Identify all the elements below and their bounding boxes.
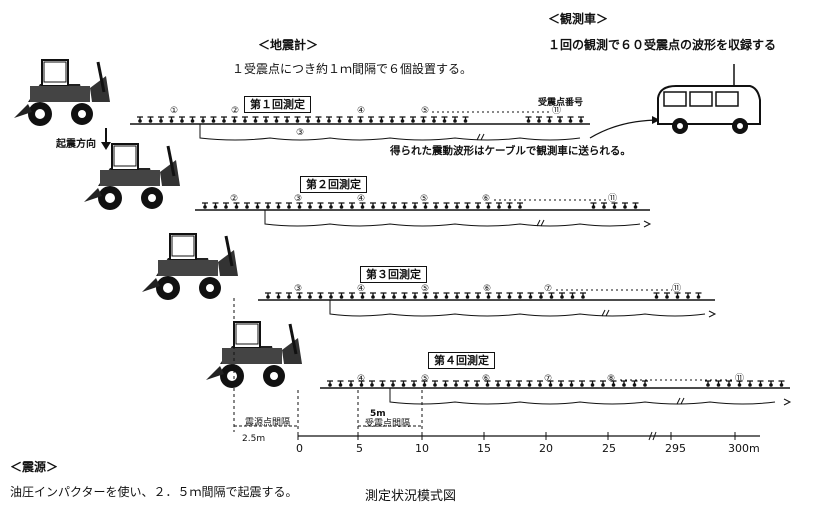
direction-arrowhead: [101, 142, 111, 150]
impactor-machine-2: [84, 143, 180, 210]
row-end-arrow-4: [783, 398, 792, 406]
source-note: 油圧インパクターを使い、２．５ｍ間隔で起震する。: [10, 485, 298, 499]
row-3-point-3: ⑥: [483, 284, 492, 294]
row-1-point-3: ④: [357, 106, 366, 116]
row-2-point-5: ⑪: [608, 194, 618, 204]
receiver-row-4: [320, 380, 790, 405]
row-3-point-0: ③: [294, 284, 303, 294]
scale-tick-10: 10: [415, 442, 429, 455]
source-interval-label: 震源点間隔: [245, 418, 291, 428]
receiver-row-1: [130, 116, 590, 141]
impactor-machine-1: [14, 59, 110, 126]
vehicle-note: １回の観測で６０受震点の波形を収録する: [548, 38, 777, 52]
row-2-point-1: ③: [294, 194, 303, 204]
row-4-point-5: ⑪: [735, 374, 745, 384]
row-4-point-0: ④: [357, 374, 366, 384]
row-end-arrow-2: [643, 220, 652, 228]
row-1-point-4: ⑤: [421, 106, 430, 116]
scale-tick-295: 295: [665, 442, 686, 455]
impactor-machine-3: [142, 233, 238, 300]
row-4-point-1: ⑤: [421, 374, 430, 384]
direction-label: 起震方向: [56, 139, 96, 150]
row-3-point-4: ⑦: [544, 284, 553, 294]
scale-tick-15: 15: [477, 442, 491, 455]
scale-tick-25: 25: [602, 442, 616, 455]
row-1-point-0: ①: [170, 106, 179, 116]
scale-tick-5: 5: [356, 442, 363, 455]
scale-break-mark: [648, 431, 657, 441]
cable-arrow: [652, 116, 660, 124]
receiver-number-label: 受震点番号: [538, 98, 584, 108]
cable-note: 得られた震動波形はケーブルで観測車に送られる。: [390, 145, 631, 157]
source-interval-value: 2.5m: [242, 434, 266, 444]
row-2-point-4: ⑥: [482, 194, 491, 204]
receiver-row-3: [258, 292, 715, 317]
row-1-label: 第１回測定: [244, 96, 311, 113]
row-2-point-3: ⑤: [420, 194, 429, 204]
row-3-label: 第３回測定: [360, 266, 427, 283]
row-3-point-1: ④: [357, 284, 366, 294]
row-3-point-5: ⑪: [672, 284, 682, 294]
row-4-point-2: ⑥: [482, 374, 491, 384]
row-2-label: 第２回測定: [300, 176, 367, 193]
scale-tick-0: 0: [296, 442, 303, 455]
row-2-point-0: ②: [230, 194, 239, 204]
cable-to-vehicle: [589, 119, 661, 139]
receiver-interval-value: 5m: [370, 409, 386, 419]
observation-vehicle: [657, 64, 761, 134]
receiver-interval-label: 受震点間隔: [365, 419, 411, 429]
row-4-point-4: ⑧: [607, 374, 616, 384]
row-2-point-2: ④: [357, 194, 366, 204]
scale-tick-300: 300m: [728, 442, 760, 455]
vehicle-heading: ＜観測車＞: [548, 12, 609, 26]
receiver-row-2: [195, 202, 650, 227]
row-1-point-2: ③: [296, 128, 305, 138]
figure-caption: 測定状況模式図: [365, 489, 457, 504]
row-1-point-5: ⑪: [552, 106, 562, 116]
scale-tick-20: 20: [539, 442, 553, 455]
row-4-point-3: ⑦: [544, 374, 553, 384]
source-heading: ＜震源＞: [10, 460, 59, 474]
row-3-point-2: ⑤: [421, 284, 430, 294]
row-4-label: 第４回測定: [428, 352, 495, 369]
seismometer-heading: ＜地震計＞: [258, 38, 319, 52]
seismometer-note: １受震点につき約１ｍ間隔で６個設置する。: [232, 62, 473, 76]
row-1-point-1: ②: [231, 106, 240, 116]
row-end-arrow-3: [708, 310, 717, 318]
impactor-machine-4: [206, 321, 302, 388]
